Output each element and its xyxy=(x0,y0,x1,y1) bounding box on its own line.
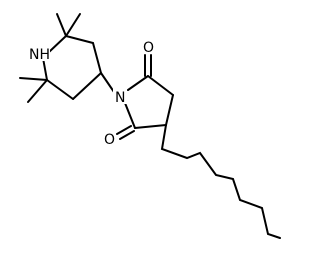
carbonyl-oxygen-bottom-label: O xyxy=(104,132,115,148)
piperidine-ring xyxy=(42,35,102,100)
atom-labels: NH N O O xyxy=(28,38,155,148)
octyl-chain xyxy=(160,124,281,239)
methyl-groups xyxy=(19,13,81,103)
molecule-structure: NH N O O xyxy=(19,13,281,239)
succinimide-ring xyxy=(124,75,174,129)
carbonyl-oxygen-top-label: O xyxy=(143,40,154,56)
amine-label: NH xyxy=(29,47,50,63)
imide-nitrogen-label: N xyxy=(115,90,125,106)
ring-link-bond xyxy=(100,72,115,93)
carbonyl-bonds xyxy=(116,54,152,140)
